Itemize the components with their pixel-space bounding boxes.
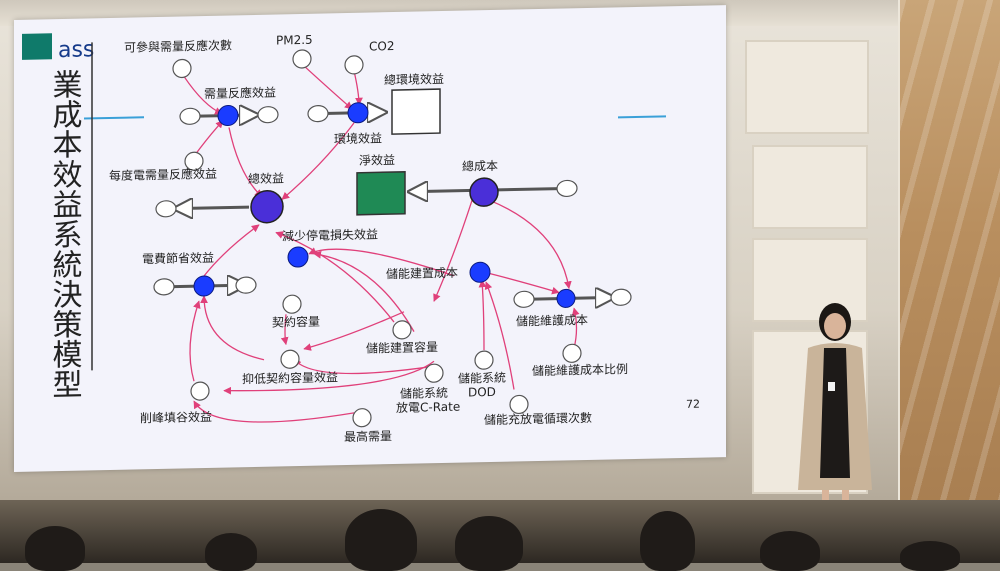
label-per-kwh: 每度電需量反應效益 — [109, 166, 217, 183]
audience-head — [900, 541, 960, 571]
aux-node — [190, 381, 210, 401]
label-maintenance-ratio: 儲能維護成本比例 — [532, 361, 628, 378]
aux-node — [562, 343, 582, 363]
decor-line — [84, 116, 144, 120]
label-total-benefit: 總效益 — [248, 170, 284, 186]
logo-text: ass — [58, 37, 94, 63]
logo-mark — [22, 33, 52, 60]
cloud-icon — [556, 179, 578, 198]
presenter — [798, 303, 872, 540]
aux-node — [474, 350, 494, 370]
label-charge-cycles: 儲能充放電循環次數 — [484, 410, 592, 427]
valve-maintenance — [556, 288, 576, 308]
label-crate-line2: 放電C-Rate — [396, 399, 460, 415]
net-benefit-stock — [356, 171, 406, 216]
label-crate-line1: 儲能系統 — [400, 386, 448, 401]
aux-node — [352, 408, 372, 428]
label-co2: CO2 — [369, 39, 394, 54]
cloud-icon — [155, 200, 177, 218]
node-labels: 可參與需量反應次數 需量反應效益 PM2.5 CO2 總環境效益 環境效益 每度… — [109, 33, 700, 444]
audience-head — [455, 516, 523, 571]
wall-panel — [752, 145, 868, 229]
label-maintenance-cost: 儲能維護成本 — [516, 312, 588, 329]
label-build-cost: 儲能建置成本 — [386, 266, 458, 282]
label-net-benefit: 淨效益 — [359, 152, 395, 168]
page-number: 72 — [686, 398, 700, 411]
cloud-icon — [307, 105, 329, 123]
node-outage-loss — [287, 246, 309, 268]
wall-panel — [752, 238, 868, 322]
label-total-cost: 總成本 — [462, 158, 498, 174]
aux-node — [424, 363, 444, 383]
presenter-badge — [828, 382, 835, 391]
audience-head — [640, 511, 695, 571]
aux-node — [280, 349, 300, 369]
audience-head — [205, 533, 257, 571]
audience-head — [760, 531, 820, 571]
label-pm25: PM2.5 — [276, 33, 313, 48]
label-peak-shaving: 削峰填谷效益 — [140, 409, 212, 426]
label-build-capacity: 儲能建置容量 — [366, 339, 438, 356]
label-dod-line1: 儲能系統 — [458, 371, 506, 386]
label-contract-capacity: 契約容量 — [272, 314, 320, 330]
label-electricity-saving: 電費節省效益 — [142, 250, 214, 267]
cloud-icon — [179, 107, 201, 125]
decor-line — [618, 115, 666, 119]
cloud-icons — [153, 105, 632, 308]
aux-node — [292, 49, 312, 69]
cloud-icon — [153, 278, 175, 296]
aux-node — [392, 320, 412, 340]
projection-screen: ass 業成本效益系統決策模型 — [14, 5, 726, 473]
auxiliary-nodes — [172, 49, 582, 428]
system-dynamics-slide: ass 業成本效益系統決策模型 — [22, 33, 700, 444]
audience-head — [345, 509, 417, 571]
label-participation-count: 可參與需量反應次數 — [124, 37, 232, 54]
aux-node — [172, 58, 192, 79]
cloud-icon — [235, 276, 257, 294]
causal-links — [183, 65, 580, 423]
label-max-demand: 最高需量 — [344, 428, 392, 444]
wall-panel — [745, 40, 869, 134]
label-reduce-contract: 抑低契約容量效益 — [242, 369, 338, 386]
label-dod-line2: DOD — [468, 385, 496, 400]
cloud-icon — [513, 290, 535, 308]
cloud-icon — [610, 288, 632, 306]
logo: ass — [22, 33, 94, 63]
node-storage-build-cost — [469, 261, 491, 283]
presenter-dress — [820, 348, 850, 478]
aux-node — [344, 55, 364, 75]
presenter-face — [824, 313, 846, 339]
flow-valves — [193, 102, 576, 308]
total-benefit-node — [250, 189, 284, 224]
label-total-env-benefit: 總環境效益 — [384, 71, 444, 87]
label-outage-loss: 減少停電損失效益 — [282, 226, 378, 243]
total-env-benefit-stock — [391, 88, 441, 135]
vertical-title: 業成本效益系統決策模型 — [47, 69, 83, 400]
valve-demand-response — [217, 105, 239, 127]
cloud-icon — [257, 106, 279, 124]
label-env-benefit: 環境效益 — [334, 130, 382, 146]
valve-env-benefit — [347, 102, 369, 124]
audience-head — [25, 526, 85, 571]
aux-node — [282, 294, 302, 314]
label-demand-response: 需量反應效益 — [204, 85, 276, 102]
aux-node — [184, 151, 204, 171]
marble-pillar — [900, 0, 1000, 563]
total-cost-node — [469, 177, 499, 207]
valve-electricity-saving — [193, 275, 215, 297]
aux-node — [509, 394, 529, 415]
